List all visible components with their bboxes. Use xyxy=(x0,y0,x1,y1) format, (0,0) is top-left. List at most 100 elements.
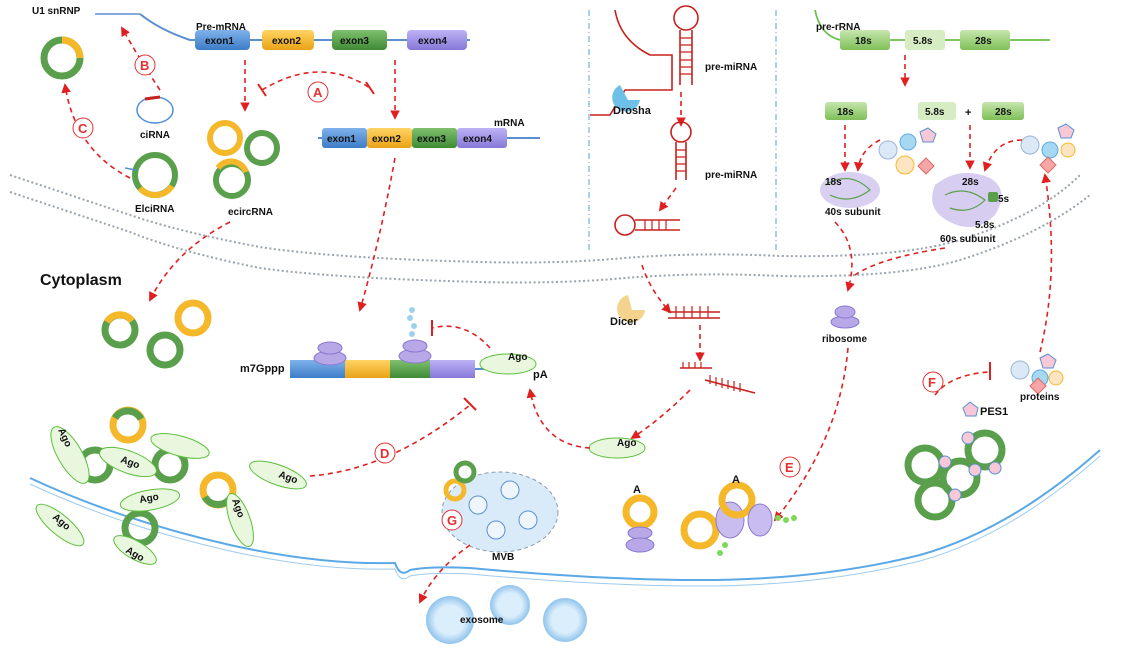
svg-text:exon3: exon3 xyxy=(417,134,446,145)
svg-text:E: E xyxy=(785,460,794,475)
rrna-28s-block: 28s xyxy=(960,30,1010,50)
svg-text:Ago: Ago xyxy=(617,438,636,449)
inhibit-a xyxy=(261,71,371,91)
mrna-exon3: exon3 xyxy=(412,128,457,148)
pre-rrna-label: pre-rRNA xyxy=(816,22,860,33)
circrna-pair-g xyxy=(443,460,477,502)
arrow xyxy=(854,247,946,276)
arrow xyxy=(1039,173,1053,353)
svg-text:G: G xyxy=(447,513,457,528)
svg-text:C: C xyxy=(78,121,88,136)
arrow-export-mirna xyxy=(641,264,672,314)
arrow xyxy=(982,139,1023,172)
subunit-40s xyxy=(820,172,880,208)
svg-text:Ago: Ago xyxy=(139,492,160,506)
inhibit-ago xyxy=(431,325,491,349)
mrna-label: mRNA xyxy=(494,118,525,129)
drosha-label: Drosha xyxy=(613,105,652,117)
rrna-18s-free: 18s xyxy=(825,102,867,120)
cirna-loop xyxy=(136,95,174,124)
arrow-g xyxy=(418,544,471,604)
circrna-sponge-cluster: Ago Ago Ago Ago Ago Ago Ago xyxy=(35,406,307,565)
arrow-export-circ xyxy=(149,221,231,302)
plasma-membrane-inner xyxy=(29,455,1101,587)
dicer-label: Dicer xyxy=(610,316,638,328)
mrna-exon2: exon2 xyxy=(367,128,412,148)
plasma-membrane xyxy=(29,449,1101,582)
svg-text:A: A xyxy=(313,85,323,100)
rrna-28s-free: 28s xyxy=(982,102,1024,120)
mirna-strands xyxy=(680,362,756,394)
svg-text:18s: 18s xyxy=(837,107,854,118)
step-a: A xyxy=(307,81,329,103)
pre-mirna-horizontal xyxy=(614,214,680,236)
rrna-5s-label: 5s xyxy=(998,194,1010,205)
nuclear-envelope xyxy=(9,174,1091,284)
translating-mrna xyxy=(290,307,528,378)
svg-text:exon3: exon3 xyxy=(340,36,369,47)
svg-text:D: D xyxy=(380,446,389,461)
arrow xyxy=(834,221,855,292)
protein-cluster xyxy=(1020,123,1076,174)
svg-text:exon1: exon1 xyxy=(205,36,234,47)
subunit-60s xyxy=(932,172,1002,228)
m7gppp-label: m7Gppp xyxy=(240,363,285,375)
step-e: E xyxy=(779,456,801,478)
pre-mirna-mid-label: pre-miRNA xyxy=(705,170,757,181)
ribosome-label: ribosome xyxy=(822,334,867,345)
pes1-label: PES1 xyxy=(980,406,1008,418)
rrna-18s-block: 18s xyxy=(840,30,890,50)
mrna-exon1: exon1 xyxy=(322,128,367,148)
circrna-translation xyxy=(622,481,797,556)
cytoplasm-circrnas xyxy=(101,299,212,369)
exon1-block: exon1 xyxy=(195,30,250,50)
svg-text:exon2: exon2 xyxy=(372,134,401,145)
arrow xyxy=(630,389,691,440)
cirna-label: ciRNA xyxy=(140,130,170,141)
dicer-icon xyxy=(617,295,645,323)
inhibit-d xyxy=(309,404,471,477)
arrow-to-mrna xyxy=(526,388,591,449)
step-b: B xyxy=(134,54,156,76)
rrna-28s-in-60s: 28s xyxy=(962,177,979,188)
svg-text:F: F xyxy=(928,375,936,390)
arrow xyxy=(853,139,881,172)
svg-text:28s: 28s xyxy=(995,107,1012,118)
rrna-58s-in-60s: 5.8s xyxy=(975,220,995,231)
pa-label: pA xyxy=(533,369,548,381)
pes1-circrna-cluster xyxy=(904,429,1006,521)
arrow-c xyxy=(61,83,131,179)
exon4-block: exon4 xyxy=(407,30,467,50)
exosome-label: exosome xyxy=(460,615,504,626)
ago-mirna-complex: Ago xyxy=(588,437,646,459)
pre-mrna-strand xyxy=(139,13,470,41)
arrow-export-mrna xyxy=(357,157,396,312)
elcirna-circle xyxy=(124,152,178,199)
elcirna-label: ElciRNA xyxy=(135,204,174,215)
a-label-1: A xyxy=(633,484,641,496)
svg-text:exon1: exon1 xyxy=(327,134,356,145)
ecircrna-circles xyxy=(207,120,280,199)
svg-text:B: B xyxy=(140,58,149,73)
svg-text:5.8s: 5.8s xyxy=(925,107,945,118)
exon2-block: exon2 xyxy=(262,30,314,50)
pre-mirna-top-label: pre-miRNA xyxy=(705,62,757,73)
ago-on-mrna: Ago xyxy=(479,352,537,375)
rrna-58s-block: 5.8s xyxy=(905,30,945,50)
drosha-icon xyxy=(612,85,640,112)
pre-mrna-label: Pre-mRNA xyxy=(196,22,246,33)
step-d: D xyxy=(374,442,396,464)
svg-text:28s: 28s xyxy=(975,36,992,47)
pre-mirna-mid-hairpin xyxy=(670,121,692,180)
pre-mirna-top-hairpin xyxy=(590,5,699,116)
step-f: F xyxy=(922,371,944,393)
mvb-label: MVB xyxy=(492,552,514,563)
subunit-60s-label: 60s subunit xyxy=(940,234,996,245)
svg-text:exon4: exon4 xyxy=(418,36,447,47)
ribosome-icon xyxy=(830,305,860,329)
protein-cluster-f xyxy=(1010,353,1064,395)
protein-cluster xyxy=(878,127,937,175)
step-c: C xyxy=(72,117,94,139)
exon3-block: exon3 xyxy=(332,30,387,50)
